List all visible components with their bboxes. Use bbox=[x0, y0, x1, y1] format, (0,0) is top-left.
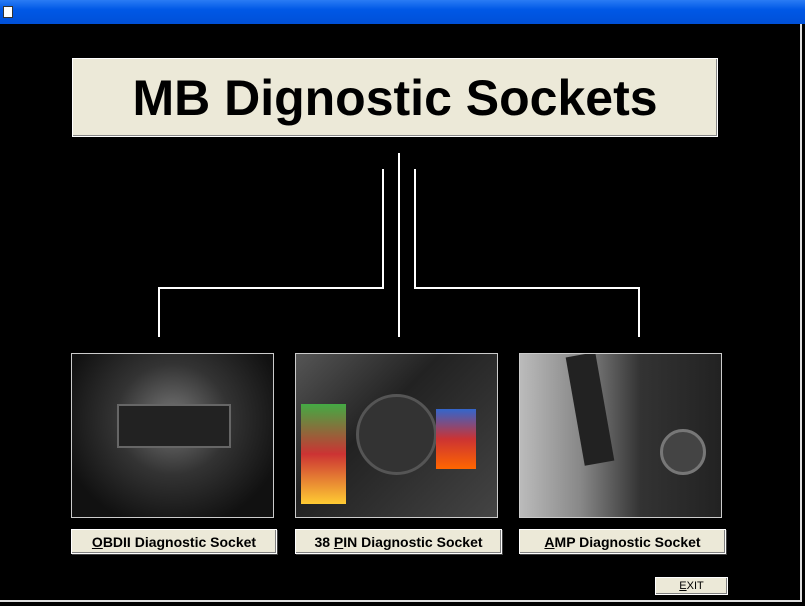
obdii-socket-photo[interactable] bbox=[71, 353, 274, 518]
amp-socket-photo[interactable] bbox=[519, 353, 722, 518]
connector-center bbox=[398, 153, 400, 337]
connector-left-horizontal bbox=[158, 287, 384, 289]
connector-right-vertical bbox=[414, 169, 416, 289]
app-icon bbox=[3, 6, 13, 18]
page-title: MB Dignostic Sockets bbox=[72, 58, 718, 137]
38-pin-socket-photo[interactable] bbox=[295, 353, 498, 518]
connector-left-vertical bbox=[382, 169, 384, 289]
window-border-bottom bbox=[0, 600, 802, 602]
connector-left-drop bbox=[158, 287, 160, 337]
connector-right-drop bbox=[638, 287, 640, 337]
window-title-bar[interactable] bbox=[0, 0, 805, 24]
connector-right-horizontal bbox=[414, 287, 640, 289]
window-border-right bbox=[800, 24, 802, 600]
